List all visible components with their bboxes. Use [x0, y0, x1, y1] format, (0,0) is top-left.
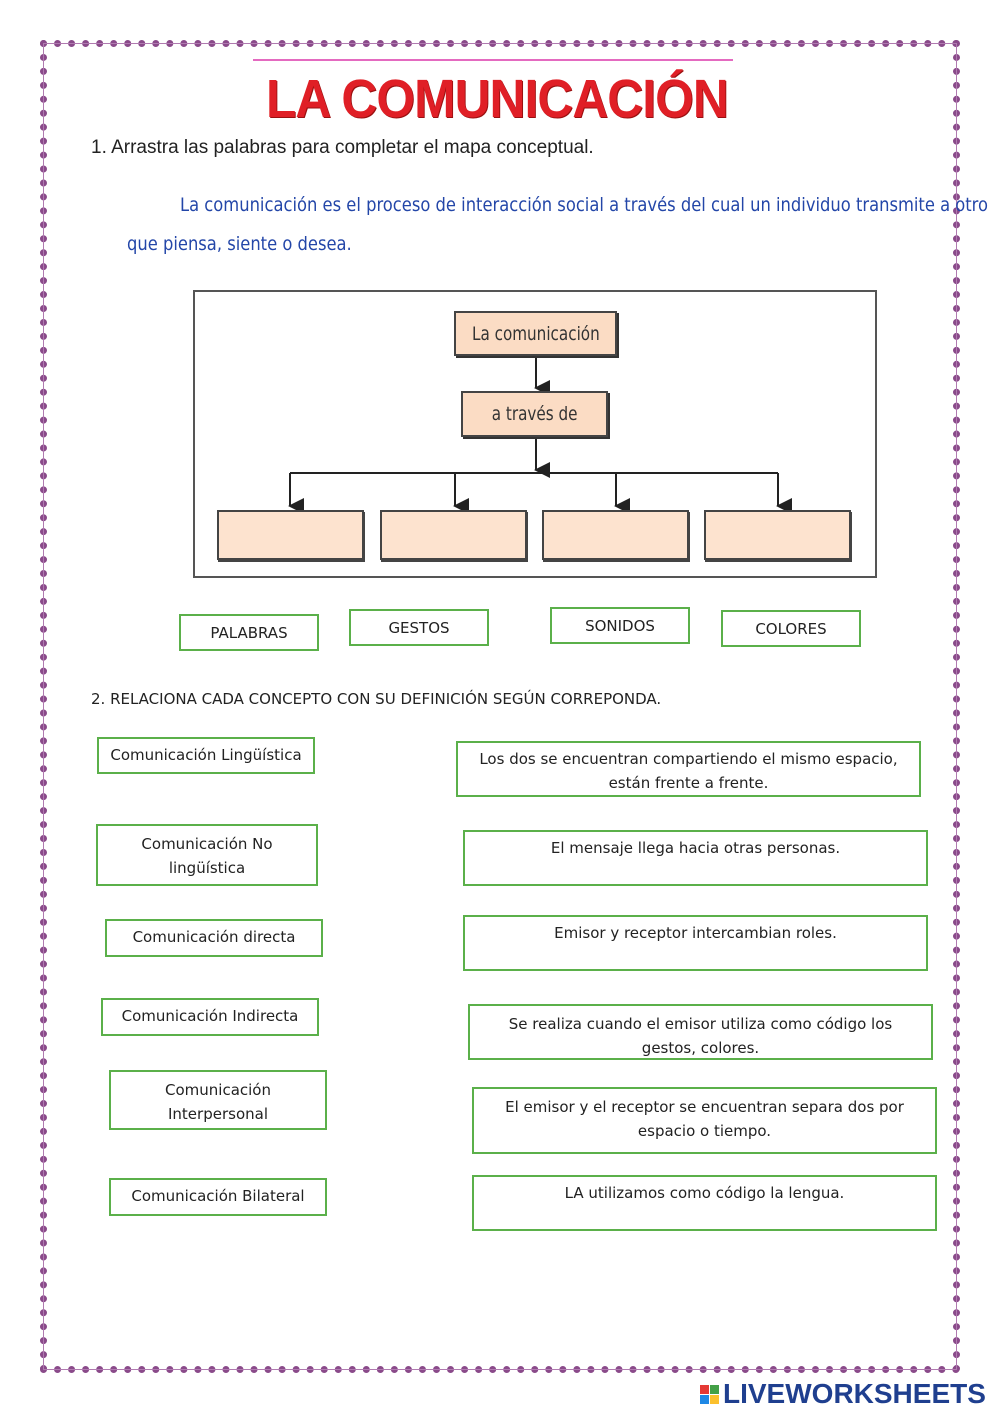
page-border	[40, 40, 960, 1373]
word-colores[interactable]: COLORES	[721, 610, 861, 647]
definition-box-5[interactable]: El emisor y el receptor se encuentran se…	[472, 1087, 937, 1154]
word-sonidos[interactable]: SONIDOS	[550, 607, 690, 644]
concept-box-6[interactable]: Comunicación Bilateral	[109, 1178, 327, 1216]
liveworksheets-logo-icon	[700, 1384, 719, 1404]
definition-box-2[interactable]: El mensaje llega hacia otras personas.	[463, 830, 928, 886]
drop-slot-1[interactable]	[217, 510, 364, 560]
definition-line-2: que piensa, siente o desea.	[127, 233, 352, 255]
concept-label-5: Comunicación Interpersonal	[165, 1081, 271, 1123]
concept-box-1[interactable]: Comunicación Lingüística	[97, 737, 315, 774]
question-1-instruction: 1. Arrastra las palabras para completar …	[91, 137, 594, 158]
definition-line-1: La comunicación es el proceso de interac…	[180, 194, 989, 216]
definition-label-6: LA utilizamos como código la lengua.	[564, 1184, 845, 1202]
definition-label-2: El mensaje llega hacia otras personas.	[550, 839, 841, 857]
drop-slot-2[interactable]	[380, 510, 527, 560]
map-connector-node: a través de	[461, 391, 608, 437]
concept-label-1: Comunicación Lingüística	[110, 746, 302, 764]
definition-box-1[interactable]: Los dos se encuentran compartiendo el mi…	[456, 741, 921, 797]
liveworksheets-branding: LIVEWORKSHEETS	[700, 1378, 986, 1410]
concept-map: La comunicación a través de	[193, 290, 877, 578]
word-gestos[interactable]: GESTOS	[349, 609, 489, 646]
definition-label-3: Emisor y receptor intercambian roles.	[554, 924, 837, 942]
definition-label-4: Se realiza cuando el emisor utiliza como…	[508, 1015, 893, 1057]
concept-box-5[interactable]: Comunicación Interpersonal	[109, 1070, 327, 1130]
concept-box-4[interactable]: Comunicación Indirecta	[101, 998, 319, 1036]
concept-label-3: Comunicación directa	[132, 928, 296, 946]
map-root-label: La comunicación	[471, 322, 600, 345]
drop-slot-3[interactable]	[542, 510, 689, 560]
map-root-node: La comunicación	[454, 311, 617, 356]
definition-label-5: El emisor y el receptor se encuentran se…	[505, 1098, 904, 1140]
definition-box-3[interactable]: Emisor y receptor intercambian roles.	[463, 915, 928, 971]
question-2-instruction: 2. RELACIONA CADA CONCEPTO CON SU DEFINI…	[91, 690, 662, 708]
drop-slot-4[interactable]	[704, 510, 851, 560]
definition-box-6[interactable]: LA utilizamos como código la lengua.	[472, 1175, 937, 1231]
concept-map-connectors	[288, 356, 792, 514]
definition-label-1: Los dos se encuentran compartiendo el mi…	[479, 750, 898, 792]
concept-label-2: Comunicación No lingüística	[141, 835, 273, 877]
concept-label-6: Comunicación Bilateral	[131, 1187, 305, 1205]
concept-label-4: Comunicación Indirecta	[121, 1007, 299, 1025]
definition-box-4[interactable]: Se realiza cuando el emisor utiliza como…	[468, 1004, 933, 1060]
title-underline	[253, 59, 733, 61]
concept-box-2[interactable]: Comunicación No lingüística	[96, 824, 318, 886]
liveworksheets-wordmark: LIVEWORKSHEETS	[723, 1378, 986, 1409]
map-connector-label: a través de	[491, 403, 578, 425]
concept-box-3[interactable]: Comunicación directa	[105, 919, 323, 957]
page-title: LA COMUNICACIÓN	[266, 69, 729, 129]
word-palabras[interactable]: PALABRAS	[179, 614, 319, 651]
